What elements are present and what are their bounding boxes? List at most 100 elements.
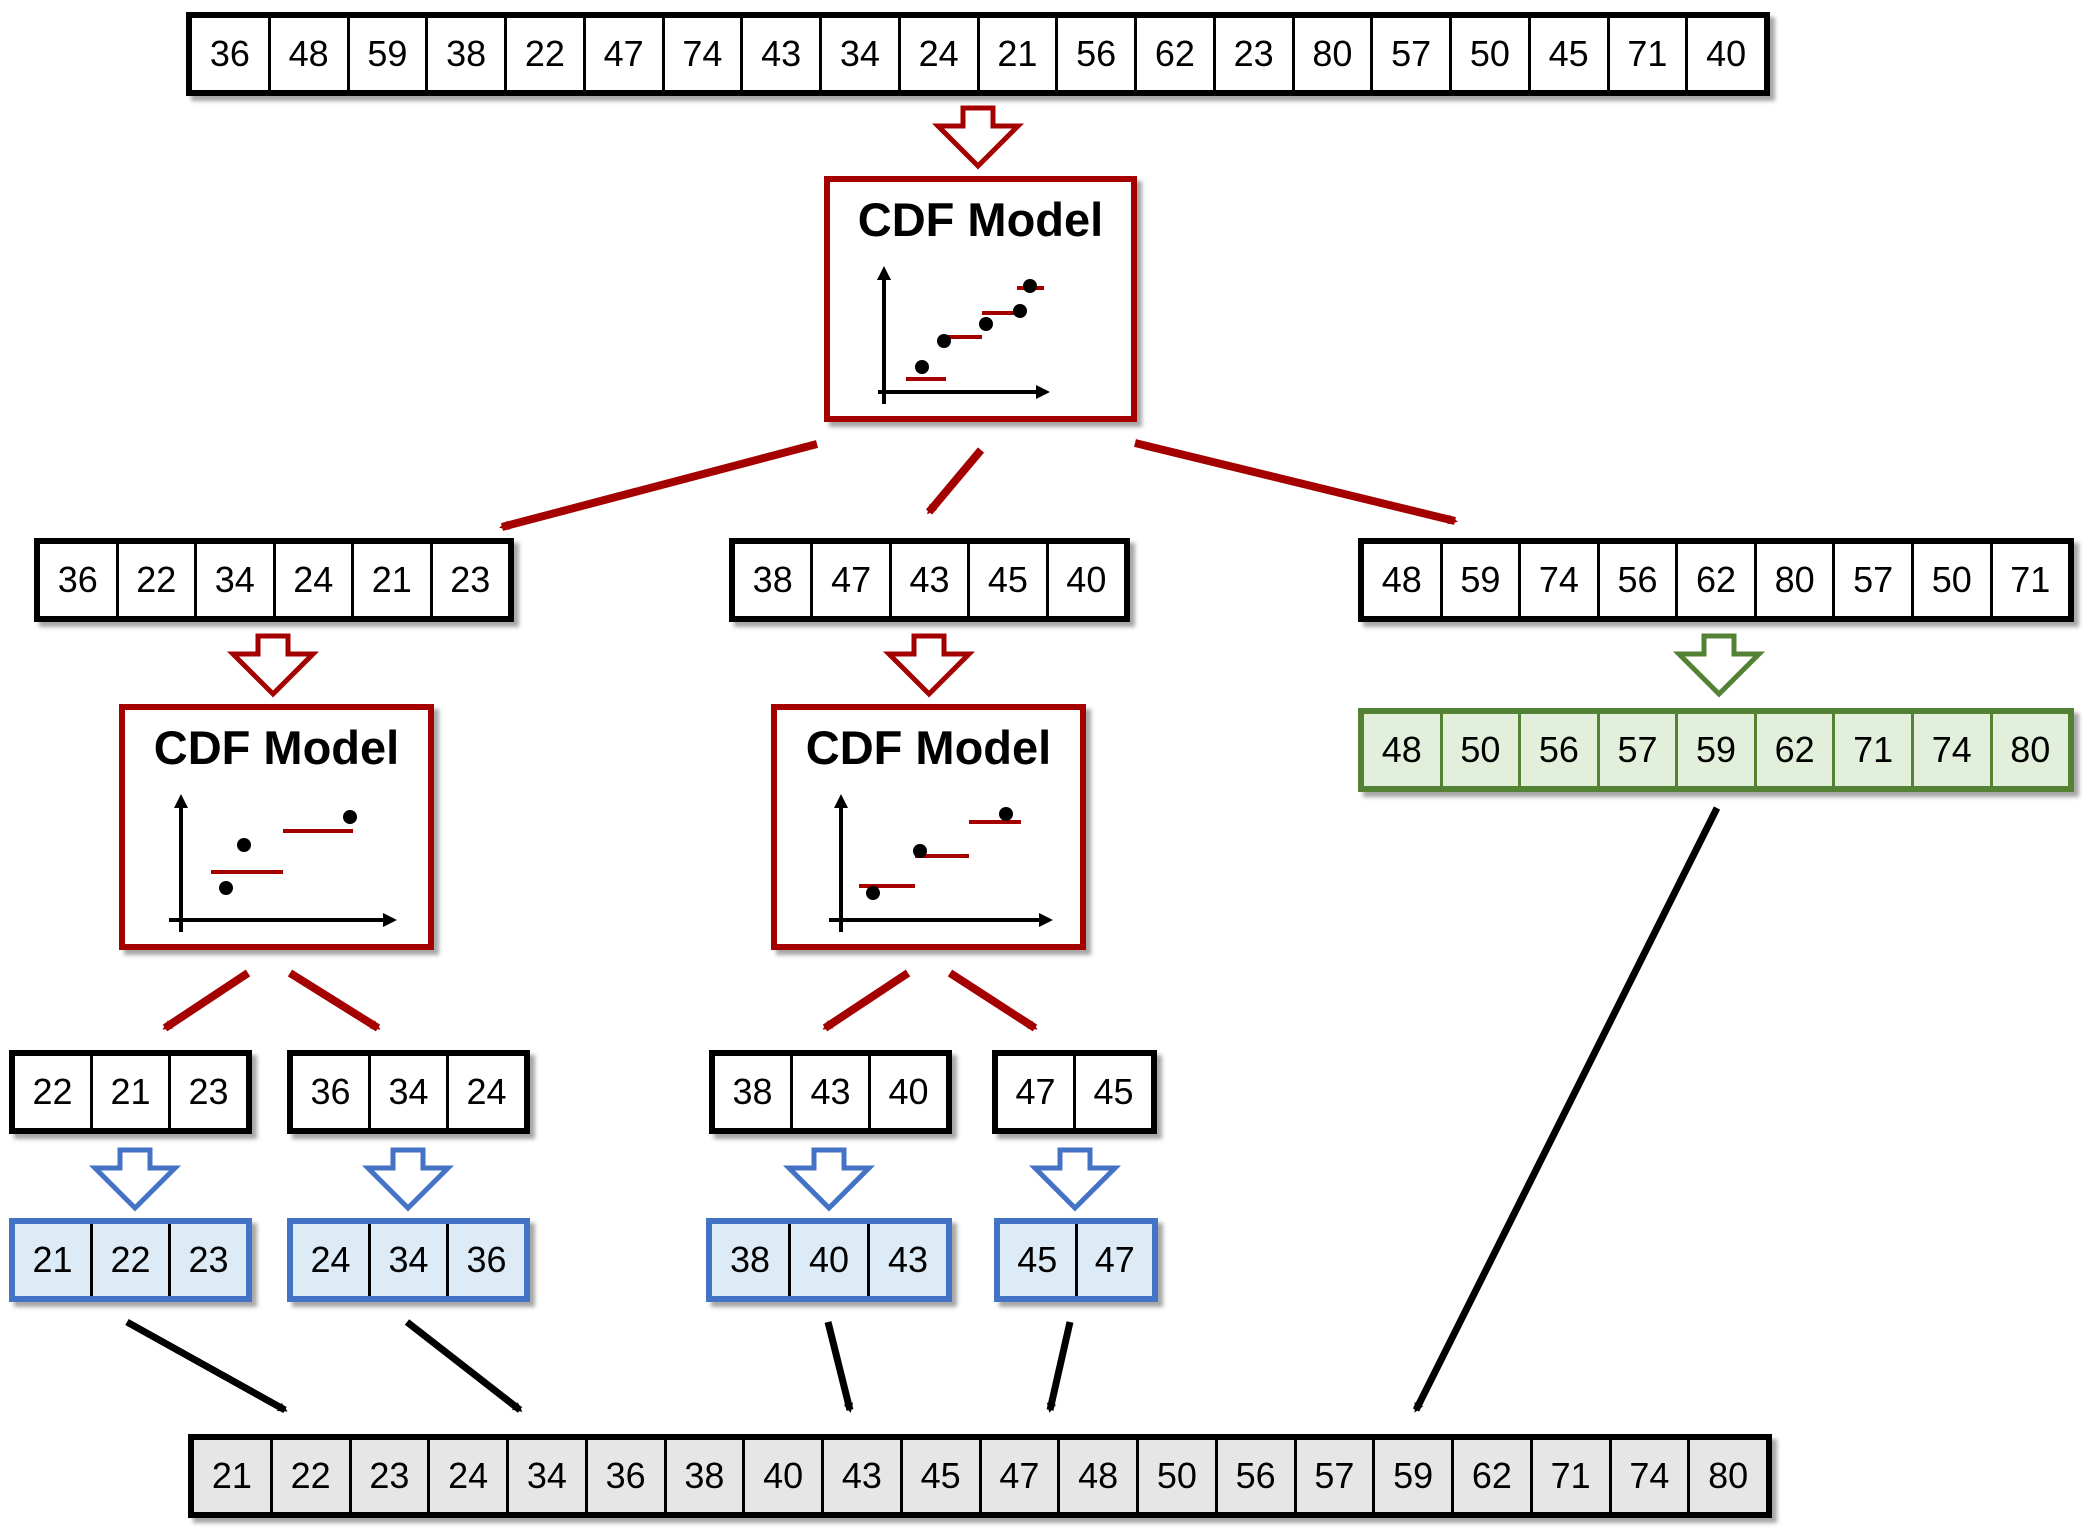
hollow-down-arrow-top — [931, 105, 1025, 170]
split-arrow-to-a — [162, 969, 251, 1032]
array-cell: 71 — [1529, 1440, 1609, 1512]
array-cell: 36 — [209, 33, 250, 74]
array-cell: 74 — [1608, 1440, 1688, 1512]
array-cell: 50 — [1136, 1440, 1215, 1512]
array-cell: 38 — [425, 18, 504, 90]
split-arrow-to-right — [1134, 439, 1458, 525]
cdf-model-title: CDF Model — [153, 721, 400, 774]
split-arrow-to-b — [287, 969, 381, 1032]
array-cell: 43 — [867, 1224, 946, 1296]
array-cell: 45 — [899, 1440, 979, 1512]
array-cell: 80 — [1291, 18, 1371, 90]
array-cell: 38 — [663, 1440, 743, 1512]
array-cell: 62 — [1134, 18, 1213, 90]
array-cell: 80 — [1687, 1440, 1766, 1512]
array-cell: 47 — [1015, 1071, 1056, 1112]
merge-arrow-a — [125, 1318, 288, 1414]
array-cell: 23 — [168, 1224, 246, 1296]
array-cell: 40 — [1685, 18, 1764, 90]
array-cell: 47 — [810, 544, 888, 616]
array-cell: 80 — [1989, 714, 2069, 786]
array-cell: 74 — [1518, 544, 1597, 616]
hollow-down-arrow-middle — [882, 633, 976, 698]
array-cell: 34 — [368, 1056, 446, 1128]
array-cell: 56 — [1596, 544, 1676, 616]
array-cell: 36 — [446, 1224, 524, 1296]
hollow-down-arrow-left — [226, 633, 320, 698]
cdf-model-title: CDF Model — [857, 193, 1104, 246]
merge-arrow-right — [1412, 806, 1721, 1413]
hollow-down-arrow-d — [1028, 1147, 1122, 1212]
array-cell: 34 — [819, 18, 898, 90]
array-cell: 34 — [194, 544, 273, 616]
cdf-model-left: CDF Model — [119, 704, 434, 950]
hollow-down-arrow-right — [1672, 633, 1766, 698]
hollow-down-arrow-a — [88, 1147, 182, 1212]
array-cell: 24 — [427, 1440, 506, 1512]
cdf-model-middle: CDF Model — [771, 704, 1086, 950]
array-cell: 21 — [976, 18, 1056, 90]
array-cell: 59 — [346, 18, 426, 90]
array-cell: 43 — [888, 544, 967, 616]
array-cell: 36 — [57, 559, 98, 600]
merge-arrow-b — [404, 1319, 523, 1413]
split-arrow-to-middle — [925, 447, 985, 515]
array-cell: 22 — [115, 544, 195, 616]
array-cell: 57 — [1832, 544, 1911, 616]
array-cell: 43 — [790, 1056, 868, 1128]
array-cell: 22 — [32, 1071, 73, 1112]
split-arrow-to-c — [822, 969, 911, 1032]
array-cell: 43 — [821, 1440, 900, 1512]
array-cell: 59 — [1372, 1440, 1451, 1512]
array-cell: 62 — [1451, 1440, 1530, 1512]
hollow-down-arrow-b — [361, 1147, 455, 1212]
array-cell: 24 — [272, 544, 352, 616]
array-cell: 34 — [368, 1224, 446, 1296]
array-cell: 21 — [90, 1056, 168, 1128]
array-cell: 38 — [729, 1239, 771, 1280]
array-cell: 56 — [1518, 714, 1597, 786]
cdf-model-top: CDF Model — [824, 176, 1137, 422]
array-cell: 23 — [429, 544, 509, 616]
array-cell: 22 — [504, 18, 583, 90]
array-cell: 21 — [211, 1455, 252, 1496]
cdf-plot — [169, 794, 397, 932]
merge-arrow-d — [1046, 1321, 1074, 1413]
array-cell: 74 — [661, 18, 741, 90]
array-cell: 50 — [1439, 714, 1519, 786]
array-cell: 24 — [310, 1239, 351, 1280]
split-arrow-to-d — [947, 969, 1038, 1032]
array-cell: 24 — [897, 18, 977, 90]
array-cell: 40 — [1045, 544, 1124, 616]
array-cell: 71 — [1606, 18, 1686, 90]
array-cell: 36 — [310, 1071, 351, 1112]
array-cell: 36 — [584, 1440, 664, 1512]
array-cell: 62 — [1675, 544, 1754, 616]
array-cell: 43 — [740, 18, 819, 90]
merge-arrow-c — [824, 1321, 854, 1413]
array-cell: 47 — [582, 18, 662, 90]
array-cell: 80 — [1753, 544, 1833, 616]
array-cell: 48 — [267, 18, 347, 90]
array-cell: 38 — [752, 559, 793, 600]
array-cell: 21 — [32, 1239, 73, 1280]
array-cell: 24 — [446, 1056, 524, 1128]
array-cell: 50 — [1449, 18, 1528, 90]
array-cell: 45 — [967, 544, 1045, 616]
array-cell: 22 — [269, 1440, 349, 1512]
array-cell: 38 — [732, 1071, 773, 1112]
cdf-plot — [877, 266, 1050, 404]
array-cell: 48 — [1057, 1440, 1136, 1512]
array-cell: 57 — [1370, 18, 1449, 90]
